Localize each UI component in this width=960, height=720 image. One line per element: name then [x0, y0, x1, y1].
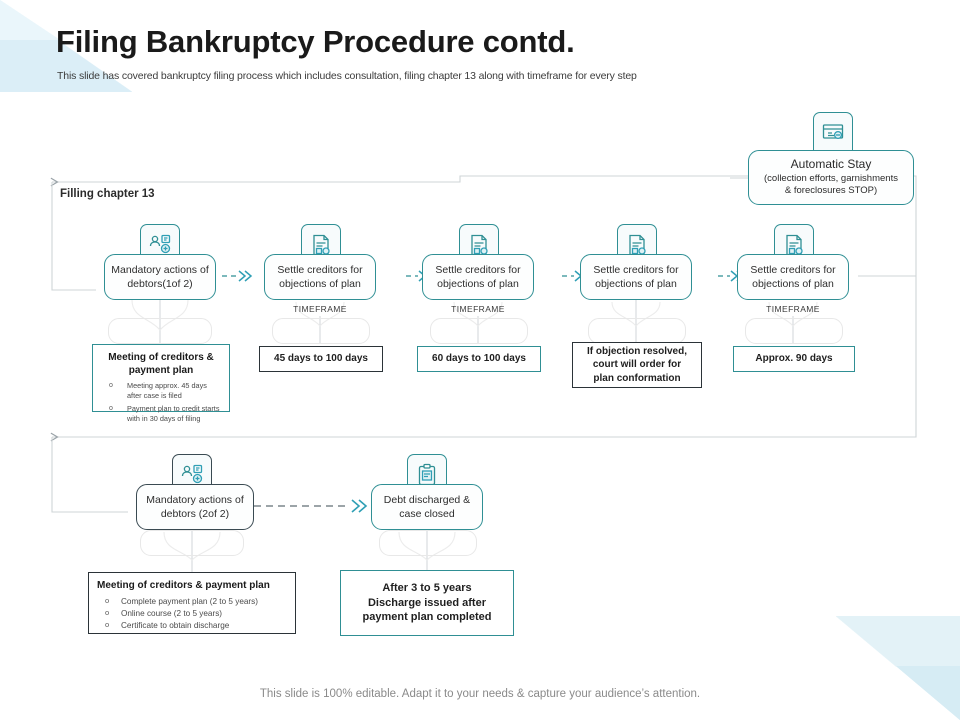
decor-corner-bottom-right-inner [896, 666, 960, 720]
detail-objection-resolved: If objection resolved, court will order … [572, 342, 702, 388]
node-line2: case closed [399, 508, 455, 520]
node-line1: Debt discharged & [383, 493, 471, 506]
node-ghost [140, 530, 244, 556]
node-settle-creditors-3[interactable]: Settle creditors for objections of plan [580, 254, 692, 300]
detail-line1: If objection resolved, [586, 346, 688, 358]
node-settle-creditors-4[interactable]: Settle creditors for objections of plan [737, 254, 849, 300]
timeframe-label-4: TIMEFRAME [766, 304, 820, 314]
node-line2: objections of plan [437, 278, 519, 290]
detail-meeting-creditors-payment-plan-2: Meeting of creditors & payment plan Comp… [88, 572, 296, 634]
timeframe-label-1: TIMEFRAME [293, 304, 347, 314]
automatic-stay-node[interactable]: Automatic Stay (collection efforts, garn… [748, 150, 914, 205]
detail-line3: payment plan completed [362, 611, 492, 624]
detail-line1: After 3 to 5 years [382, 582, 472, 595]
footer-note: This slide is 100% editable. Adapt it to… [259, 688, 701, 700]
auto-stay-icon [813, 112, 853, 152]
detail-bullet: Online course (2 to 5 years) [97, 608, 287, 619]
automatic-stay-line1: Automatic Stay [790, 157, 872, 172]
node-debt-discharged[interactable]: Debt discharged & case closed [371, 484, 483, 530]
detail-bullet: Complete payment plan (2 to 5 years) [97, 596, 287, 607]
automatic-stay-line2: (collection efforts, garnishments [764, 172, 898, 184]
node-line1: Settle creditors for [435, 263, 521, 276]
node-line1: Settle creditors for [593, 263, 679, 276]
detail-bullet: Certificate to obtain discharge [97, 620, 287, 631]
detail-after-3-to-5-years: After 3 to 5 years Discharge issued afte… [340, 570, 514, 636]
node-ghost [745, 318, 843, 344]
node-mandatory-actions-1[interactable]: Mandatory actions of debtors(1of 2) [104, 254, 216, 300]
automatic-stay-line3: & foreclosures STOP) [784, 185, 878, 197]
node-ghost [379, 530, 477, 556]
node-line2: objections of plan [279, 278, 361, 290]
detail-meeting-creditors-payment-plan: Meeting of creditors & payment plan Meet… [92, 344, 230, 423]
detail-line3: plan conformation [593, 372, 681, 384]
node-settle-creditors-1[interactable]: Settle creditors for objections of plan [264, 254, 376, 300]
detail-title-line1: Meeting of creditors & [108, 352, 214, 363]
node-ghost [430, 318, 528, 344]
detail-title-line2: payment plan [128, 365, 194, 376]
detail-timeframe-value-4: Approx. 90 days [733, 346, 855, 372]
timeframe-label-2: TIMEFRAME [451, 304, 505, 314]
detail-line2: Discharge issued after [367, 596, 486, 609]
node-line1: Mandatory actions of [146, 493, 244, 506]
node-ghost [272, 318, 370, 344]
detail-line2: court will order for [592, 359, 682, 371]
node-mandatory-actions-2[interactable]: Mandatory actions of debtors (2of 2) [136, 484, 254, 530]
detail-timeframe-value-2: 60 days to 100 days [417, 346, 541, 372]
node-ghost [108, 318, 212, 344]
node-line2: debtors(1of 2) [127, 278, 193, 290]
node-settle-creditors-2[interactable]: Settle creditors for objections of plan [422, 254, 534, 300]
node-line2: debtors (2of 2) [160, 508, 230, 520]
detail-bullet: Meeting approx. 45 days after case is fi… [101, 381, 221, 401]
decor-corner-top-left-inner [0, 0, 60, 40]
node-line1: Settle creditors for [277, 263, 363, 276]
page-title: Filing Bankruptcy Procedure contd. [56, 24, 575, 59]
detail-timeframe-value-1: 45 days to 100 days [259, 346, 383, 372]
node-line1: Mandatory actions of [111, 263, 209, 276]
node-ghost [588, 318, 686, 344]
section-label-filing-chapter-13: Filling chapter 13 [60, 188, 155, 200]
node-line2: objections of plan [752, 278, 834, 290]
page-subtitle: This slide has covered bankruptcy filing… [57, 70, 637, 82]
detail-bullet: Payment plan to credit starts with in 30… [101, 404, 221, 424]
node-line2: objections of plan [595, 278, 677, 290]
node-line1: Settle creditors for [750, 263, 836, 276]
detail-title: Meeting of creditors & payment plan [97, 580, 270, 591]
